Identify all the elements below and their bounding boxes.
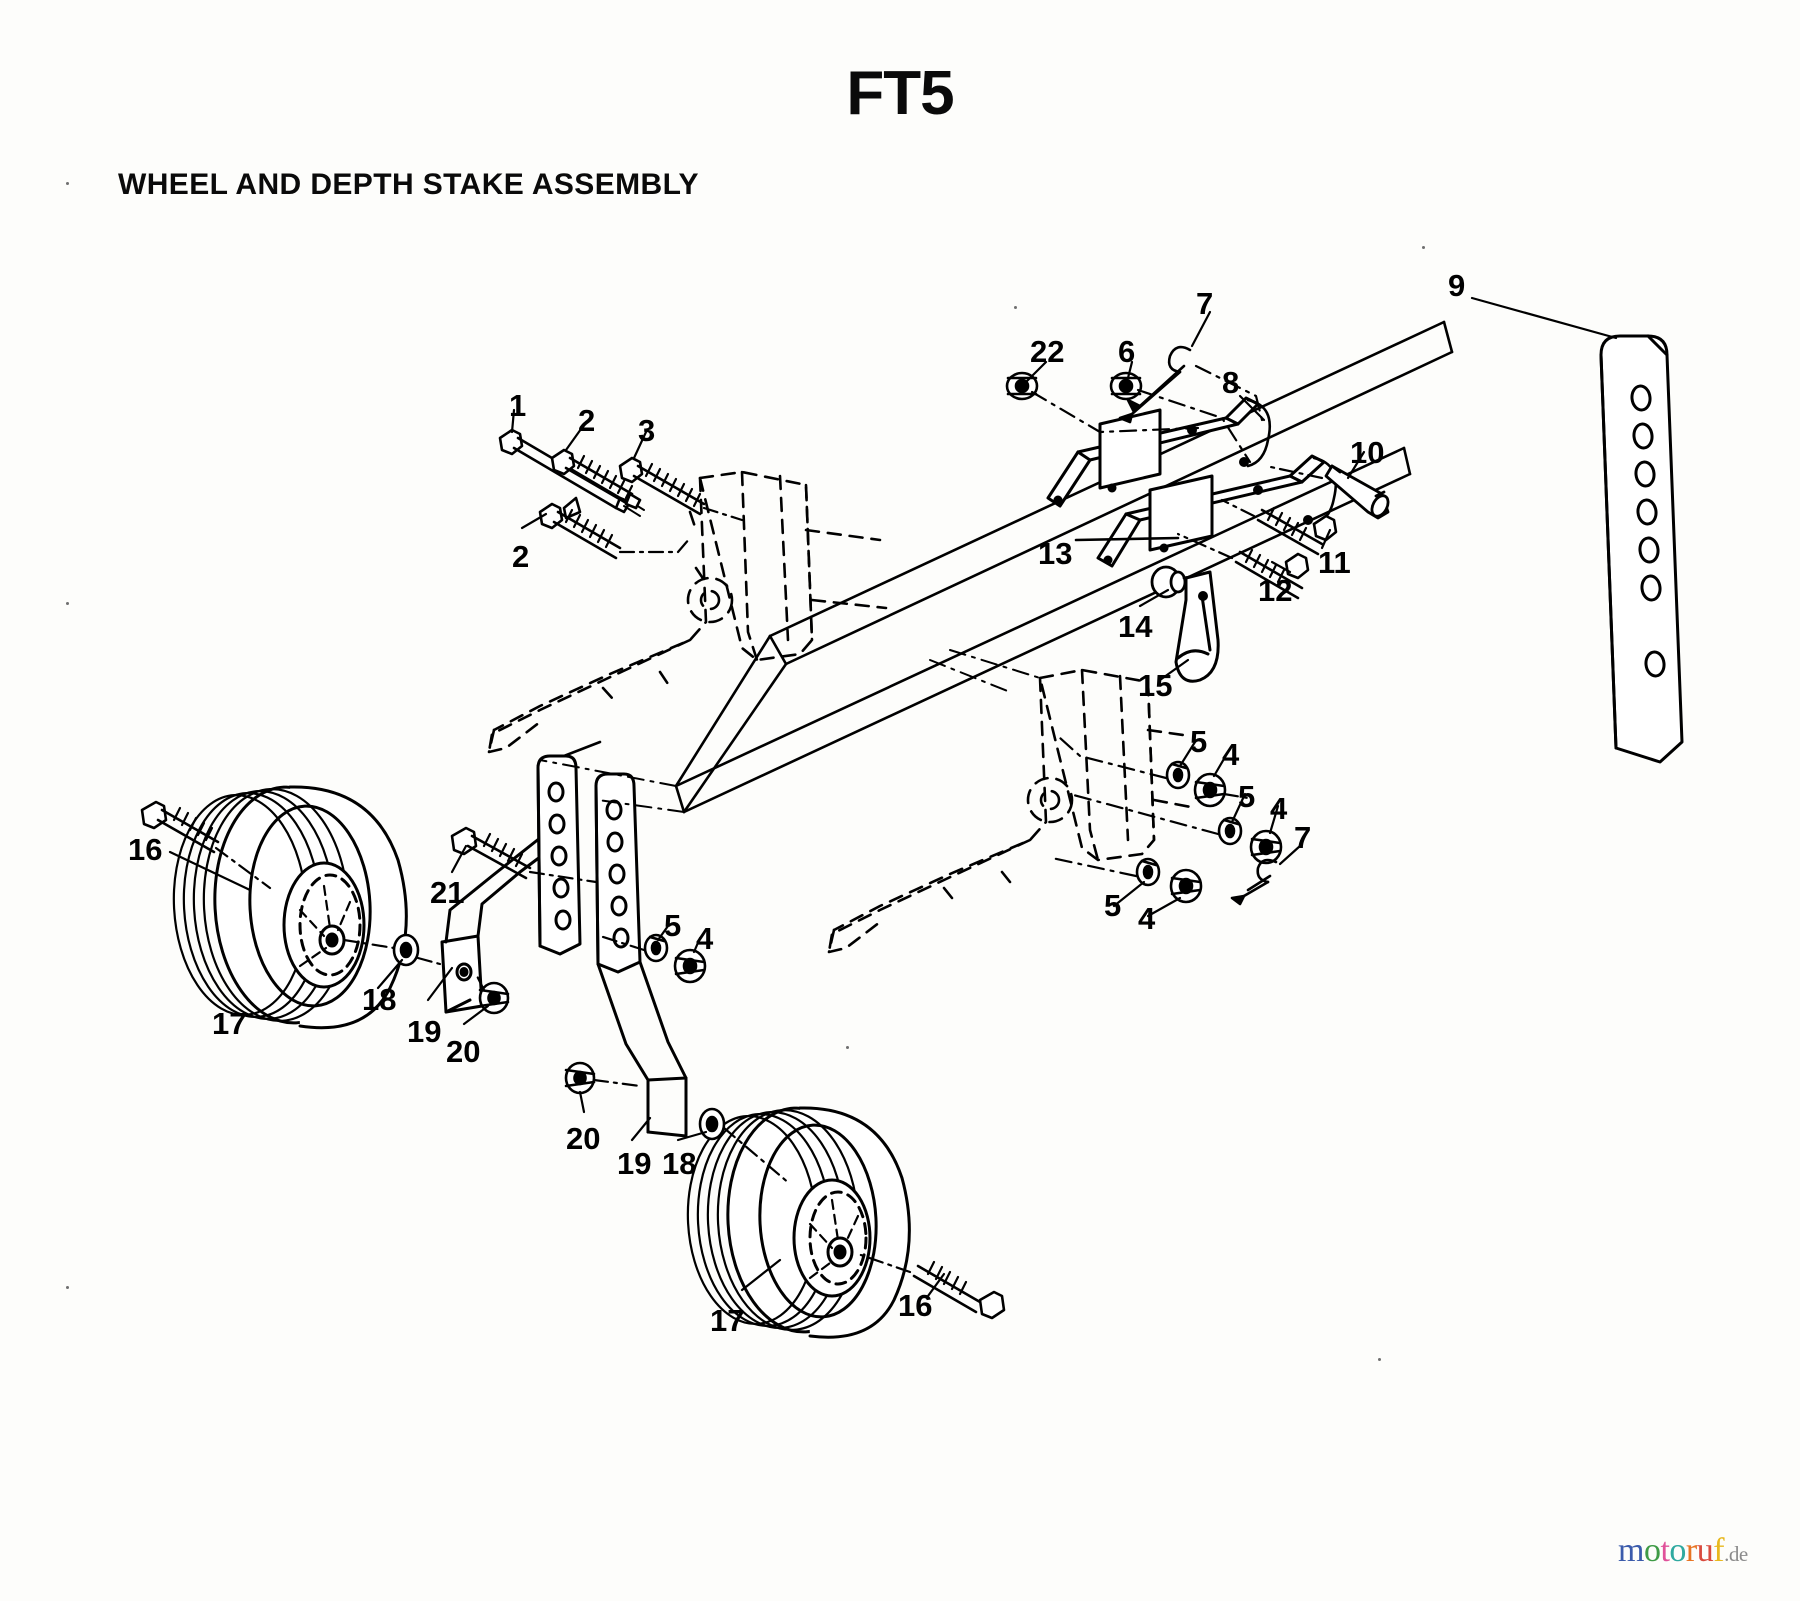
- washer-18-lower: [698, 1107, 726, 1141]
- depth-stake-bar: [1599, 334, 1684, 764]
- callout-number-1: 1: [509, 388, 527, 423]
- washer-5a: [1165, 760, 1191, 790]
- callout-number-16a: 16: [128, 832, 163, 867]
- watermark-letters: motoruf: [1618, 1532, 1725, 1569]
- watermark-letter-u-5: u: [1696, 1532, 1714, 1569]
- hexnut-4d: [673, 948, 707, 984]
- tiller-frame-phantom: [487, 470, 888, 754]
- scan-speck: [1014, 306, 1017, 309]
- washer-18-left: [392, 933, 420, 967]
- callout-number-21: 21: [430, 875, 465, 910]
- cotter-pin-7-upper: [1118, 345, 1192, 424]
- callout-number-4c: 4: [1138, 901, 1156, 936]
- page-title: FT5: [846, 59, 954, 128]
- callout-number-6: 6: [1118, 334, 1136, 369]
- bolt-21: [450, 826, 532, 880]
- locknut-6: [1109, 371, 1143, 401]
- wheel-left: [172, 785, 408, 1030]
- callout-number-17a: 17: [212, 1006, 247, 1041]
- bolt-2b: [538, 502, 622, 560]
- callout-number-11: 11: [1318, 545, 1351, 580]
- callout-number-20b: 20: [566, 1121, 601, 1156]
- clevis-pin-10: [1324, 464, 1390, 520]
- bolt-16-lower: [912, 1260, 1006, 1320]
- depth-plate-left: [536, 754, 582, 956]
- scan-speck: [1378, 1358, 1381, 1361]
- scan-speck: [66, 1286, 69, 1289]
- callout-number-4a: 4: [1222, 737, 1240, 772]
- callout-number-8: 8: [1222, 365, 1240, 400]
- bolt-11: [1256, 506, 1338, 556]
- wheel-lower: [686, 1106, 911, 1339]
- washer-5c: [1135, 857, 1161, 887]
- callout-number-14: 14: [1118, 609, 1153, 644]
- callout-number-5a: 5: [1190, 724, 1208, 759]
- knob-pin-14: [1150, 565, 1198, 599]
- callout-number-22: 22: [1030, 334, 1065, 369]
- callout-number-20a: 20: [446, 1034, 481, 1069]
- scan-speck: [66, 602, 69, 605]
- main-beam: [536, 320, 1454, 814]
- depth-plate-mid: [594, 772, 642, 974]
- callout-number-3: 3: [638, 413, 656, 448]
- bracket-lower: [1096, 454, 1338, 593]
- callout-number-16b: 16: [898, 1288, 933, 1323]
- watermark-letter-f-6: f: [1713, 1532, 1725, 1569]
- leader-9: [1470, 296, 1618, 340]
- callout-number-19a: 19: [407, 1014, 442, 1049]
- hexnut-4c: [1169, 868, 1203, 904]
- callout-number-18a: 18: [362, 982, 397, 1017]
- leader-15: [1158, 658, 1190, 682]
- callout-number-4d: 4: [696, 921, 714, 956]
- motoruf-watermark: motoruf.de: [1618, 1532, 1748, 1570]
- callout-number-18b: 18: [662, 1146, 697, 1181]
- watermark-suffix: .de: [1724, 1542, 1748, 1566]
- bolt-2a: [550, 448, 642, 510]
- callout-number-5c: 5: [1104, 888, 1122, 923]
- scan-speck: [66, 182, 69, 185]
- callout-number-19b: 19: [617, 1146, 652, 1181]
- leader-13: [1074, 536, 1180, 542]
- scan-speck: [846, 1046, 849, 1049]
- leader-14: [1138, 588, 1170, 608]
- callout-number-4b: 4: [1270, 791, 1288, 826]
- bolt-3: [618, 456, 706, 516]
- callout-number-5d: 5: [664, 908, 682, 943]
- hexnut-4a: [1193, 772, 1227, 808]
- watermark-letter-o-1: o: [1643, 1532, 1661, 1569]
- callout-number-17b: 17: [710, 1303, 745, 1338]
- diagram-subtitle: WHEEL AND DEPTH STAKE ASSEMBLY: [118, 168, 699, 201]
- watermark-letter-t-2: t: [1660, 1532, 1670, 1569]
- hexnut-4b: [1249, 829, 1283, 865]
- washer-5b: [1217, 816, 1243, 846]
- bolt-16-left: [140, 800, 220, 854]
- callout-number-7b: 7: [1294, 820, 1312, 855]
- watermark-letter-m-0: m: [1618, 1532, 1644, 1569]
- tiller-frame-phantom-right: [827, 668, 1198, 954]
- callout-number-2a: 2: [578, 403, 596, 438]
- callout-number-7a: 7: [1196, 286, 1214, 321]
- callout-number-9: 9: [1448, 268, 1466, 303]
- watermark-letter-r-4: r: [1685, 1532, 1697, 1569]
- callout-number-12: 12: [1258, 573, 1293, 608]
- callout-number-2b: 2: [512, 539, 530, 574]
- washer-5d: [643, 933, 669, 963]
- scan-speck: [1422, 246, 1425, 249]
- watermark-letter-o-3: o: [1669, 1532, 1686, 1569]
- callout-number-5b: 5: [1238, 779, 1256, 814]
- callout-number-13: 13: [1038, 536, 1073, 571]
- locknut-20-lower: [564, 1061, 596, 1095]
- cotter-pin-7-lower: [1230, 858, 1278, 906]
- callout-number-15: 15: [1138, 668, 1173, 703]
- bolt-12: [1234, 548, 1310, 600]
- callout-number-10: 10: [1350, 435, 1385, 470]
